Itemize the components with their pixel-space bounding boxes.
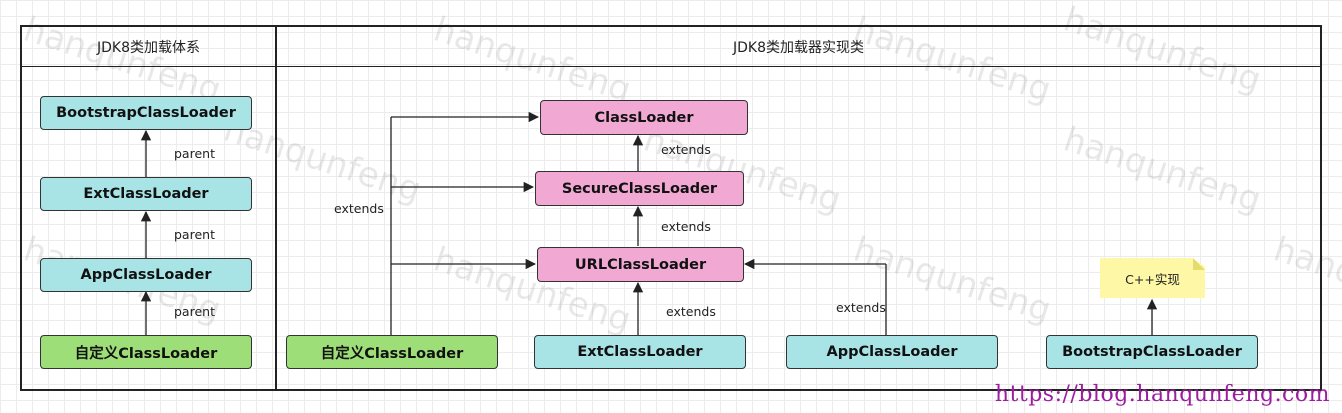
right-bootstrap-classloader-node: BootstrapClassLoader — [1046, 335, 1258, 369]
extends-label: extends — [334, 201, 384, 216]
classloader-node: ClassLoader — [540, 100, 748, 135]
left-header-divider — [21, 66, 276, 67]
right-app-classloader-node: AppClassLoader — [786, 335, 998, 369]
parent-label: parent — [174, 304, 215, 319]
extends-label: extends — [836, 300, 886, 315]
cpp-implementation-note: C++实现 — [1100, 258, 1205, 298]
secure-classloader-node: SecureClassLoader — [535, 171, 744, 206]
left-ext-classloader-node: ExtClassLoader — [40, 177, 252, 211]
url-classloader-node: URLClassLoader — [537, 247, 744, 282]
right-custom-classloader-node: 自定义ClassLoader — [286, 335, 498, 369]
right-panel-frame — [275, 25, 1322, 391]
extends-label: extends — [666, 304, 716, 319]
left-panel-title: JDK8类加载体系 — [97, 39, 200, 56]
right-panel-title: JDK8类加载器实现类 — [733, 39, 864, 56]
right-header-divider — [276, 66, 1321, 67]
parent-label: parent — [174, 227, 215, 242]
parent-label: parent — [174, 146, 215, 161]
left-bootstrap-classloader-node: BootstrapClassLoader — [40, 96, 252, 130]
right-ext-classloader-node: ExtClassLoader — [534, 335, 746, 369]
extends-label: extends — [661, 142, 711, 157]
left-custom-classloader-node: 自定义ClassLoader — [40, 335, 252, 369]
left-app-classloader-node: AppClassLoader — [40, 258, 252, 292]
extends-label: extends — [661, 219, 711, 234]
blog-url[interactable]: https://blog.hanqunfeng.com — [994, 382, 1330, 407]
